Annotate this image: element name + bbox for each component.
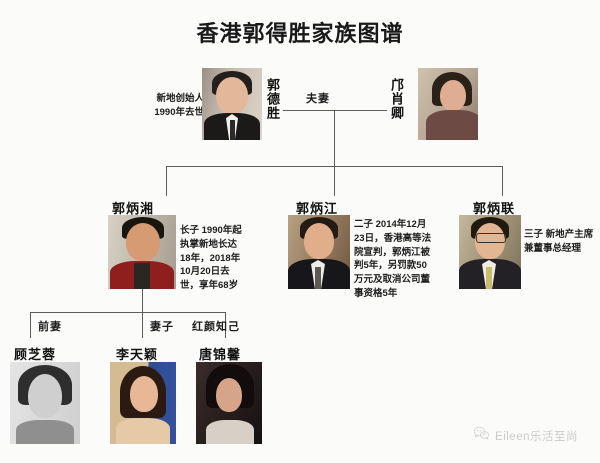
photo-face (130, 376, 158, 412)
stub-to-son-2 (334, 166, 335, 196)
name-guo-desheng: 郭德胜 (265, 78, 280, 120)
photo-li-tianying (110, 362, 176, 444)
relation-label-wife: 妻子 (150, 321, 174, 333)
name-kwong-siu-hing: 邝肖卿 (389, 78, 404, 120)
photo-guo-bingxiang (108, 215, 176, 289)
photo-tie (230, 120, 235, 140)
father-note-line2: 1990年去世 (154, 107, 204, 119)
watermark-text: Eileen乐活至尚 (495, 431, 578, 443)
stub-to-son-3 (502, 166, 503, 196)
generation-drop-line (334, 110, 335, 166)
name-guo-binglian: 郭炳联 (473, 201, 516, 216)
stub-to-partner-1 (30, 312, 31, 338)
photo-guo-bingjiang (288, 215, 350, 289)
name-tang-jinxin: 唐锦馨 (199, 347, 242, 362)
photo-face (475, 223, 505, 259)
name-gu-zhirong: 顾芝蓉 (14, 347, 57, 362)
photo-shoulders (206, 420, 254, 444)
note-guo-binglian: 三子 新地产主席兼董事总经理 (524, 229, 594, 254)
photo-guo-binglian (459, 215, 521, 289)
spouse-connector-line (283, 110, 387, 111)
photo-face (126, 223, 160, 261)
relation-label-ex-wife: 前妻 (38, 321, 62, 333)
photo-shoulders (116, 418, 170, 444)
photo-kwong-siu-hing (418, 68, 478, 140)
photo-face (304, 223, 334, 259)
relation-label-spouse: 夫妻 (306, 93, 330, 105)
photo-glasses (476, 233, 506, 243)
partners-connector-bar (30, 312, 225, 313)
stub-to-son-1 (166, 166, 167, 196)
photo-shirt (134, 263, 150, 289)
photo-face (216, 77, 248, 114)
wechat-icon (473, 426, 490, 445)
name-guo-bingxiang: 郭炳湘 (112, 201, 155, 216)
photo-shoulders (16, 420, 74, 444)
photo-face (216, 378, 242, 412)
photo-face (28, 374, 62, 418)
photo-tie (315, 267, 321, 289)
photo-guo-desheng (202, 68, 262, 140)
drop-line-to-partners (142, 289, 143, 312)
photo-tang-jinxin (196, 362, 262, 444)
photo-dress (426, 110, 478, 140)
photo-tie (486, 267, 492, 289)
father-note: 新地创始人 1990年去世 (126, 92, 204, 121)
note-guo-bingjiang: 二子 2014年12月23日，香港高等法院宣判，郭炳江被判5年，另罚款50万元及… (354, 219, 432, 299)
father-note-line1: 新地创始人 (156, 93, 204, 104)
name-guo-bingjiang: 郭炳江 (296, 201, 339, 216)
page-title: 香港郭得胜家族图谱 (196, 21, 404, 46)
note-guo-bingxiang: 长子 1990年起 执掌新地长达18年，2018年10月20日去世，享年68岁 (180, 225, 242, 292)
photo-gu-zhirong (10, 362, 80, 444)
stub-to-partner-3 (225, 312, 226, 338)
relation-label-confidante: 红颜知己 (192, 321, 240, 333)
stub-to-partner-2 (142, 312, 143, 338)
name-li-tianying: 李天颖 (116, 347, 159, 362)
watermark: Eileen乐活至尚 (473, 426, 578, 445)
photo-face (440, 80, 466, 111)
